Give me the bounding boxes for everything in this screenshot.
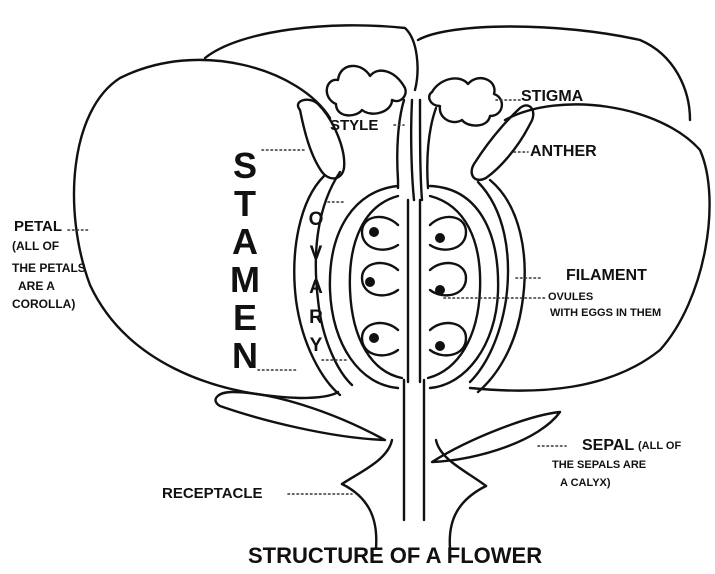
- stamen-letter: M: [230, 262, 260, 298]
- stigma-left-lobes: [327, 66, 406, 115]
- label-sepal: SEPAL: [582, 438, 634, 455]
- ovary-letter: Y: [307, 336, 325, 355]
- receptacle: [342, 440, 486, 486]
- stamen-letter: T: [230, 186, 260, 222]
- label-ovules-1: OVULES: [548, 292, 593, 304]
- sepal-right: [432, 412, 560, 462]
- label-petal-note-2: THE PETALS: [12, 262, 86, 275]
- stigma-right-lobes: [429, 78, 502, 125]
- ovules-left: [362, 217, 398, 355]
- label-petal-note-3: ARE A: [18, 280, 55, 293]
- label-sepal-note-2: THE SEPALS ARE: [552, 460, 646, 472]
- ovary-outer: [330, 186, 498, 388]
- stamen-letter: E: [230, 300, 260, 336]
- ovary-septum: [408, 200, 420, 382]
- style-tube: [397, 100, 404, 188]
- label-filament: FILAMENT: [566, 268, 647, 285]
- diagram-title: STRUCTURE OF A FLOWER: [248, 544, 542, 567]
- ovary-letter: A: [307, 278, 325, 297]
- style-tube-right: [427, 108, 436, 188]
- label-ovules-2: WITH EGGS IN THEM: [550, 308, 661, 320]
- stamen-letter: N: [230, 338, 260, 374]
- ovules-right: [430, 217, 466, 355]
- label-petal-note-4: COROLLA): [12, 298, 75, 311]
- label-sepal-note-1: (ALL OF: [638, 441, 681, 453]
- ovary-letter: R: [307, 308, 325, 327]
- label-petal-note-1: (ALL OF: [12, 240, 59, 253]
- label-style: STYLE: [330, 118, 378, 134]
- style-inner: [411, 100, 422, 200]
- label-stigma: STIGMA: [521, 89, 583, 106]
- stamen-letter: S: [230, 148, 260, 184]
- back-petal-left: [205, 25, 418, 90]
- stem: [342, 484, 486, 548]
- ovary-letter: V: [307, 244, 325, 263]
- label-anther: ANTHER: [530, 144, 597, 161]
- ovary-letter: O: [307, 210, 325, 229]
- stamen-letter: A: [230, 224, 260, 260]
- label-petal: PETAL: [14, 219, 62, 235]
- anther-right: [472, 105, 534, 179]
- label-sepal-note-3: A CALYX): [560, 478, 611, 490]
- label-receptacle: RECEPTACLE: [162, 486, 263, 502]
- sepal-left: [216, 392, 385, 440]
- stem-center: [404, 380, 424, 520]
